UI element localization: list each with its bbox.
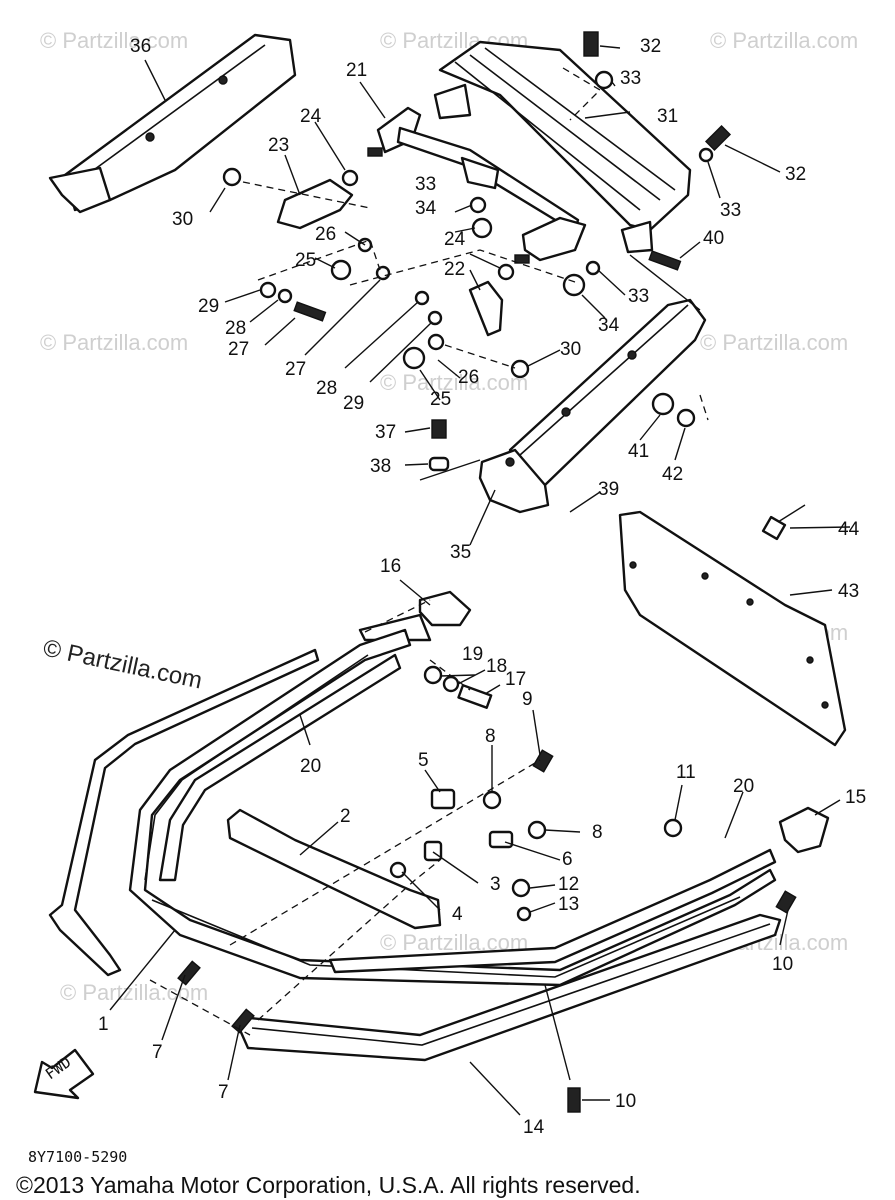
fwd-arrow: FWD	[33, 1048, 95, 1100]
callout-26: 26	[315, 224, 336, 245]
callout-20: 20	[300, 756, 321, 777]
callout-1: 1	[98, 1014, 109, 1035]
alignment-lines-bottom	[149, 599, 541, 1036]
part-35-grab-bar	[478, 298, 707, 514]
watermark: © Partzilla.com	[380, 370, 528, 395]
callout-28: 28	[225, 318, 246, 339]
callout-19: 19	[462, 644, 483, 665]
callout-36: 36	[130, 36, 151, 57]
part-callouts: 1 2 3 4 5 6 7 7 8 8 9 10 10 11 12 13 14 …	[98, 36, 866, 1138]
part-15-clip	[778, 806, 830, 854]
callout-7b: 7	[218, 1082, 229, 1103]
callout-6: 6	[562, 849, 573, 870]
part-43-plate	[618, 510, 847, 747]
callout-17: 17	[505, 669, 526, 690]
callout-25: 25	[295, 250, 316, 271]
callout-34b: 34	[598, 315, 620, 336]
part-36-rail-cover	[48, 33, 297, 214]
callout-44: 44	[838, 519, 860, 540]
callout-33: 33	[620, 68, 641, 89]
watermark: © Partzilla.com	[700, 330, 848, 355]
callout-24b: 24	[444, 229, 466, 250]
part-20-inner-rail	[158, 653, 777, 974]
callout-27: 27	[228, 339, 249, 360]
callout-25b: 25	[430, 389, 451, 410]
callout-12: 12	[558, 874, 579, 895]
callout-33c: 33	[720, 200, 741, 221]
part-44-screw	[761, 504, 806, 541]
callout-26b: 26	[458, 367, 479, 388]
callout-8: 8	[485, 726, 496, 747]
callout-9: 9	[522, 689, 533, 710]
callout-16: 16	[380, 556, 401, 577]
part-23-bracket	[276, 178, 354, 230]
callout-24: 24	[300, 106, 322, 127]
callout-10b: 10	[615, 1091, 636, 1112]
callout-18: 18	[486, 656, 507, 677]
callout-11: 11	[676, 762, 696, 783]
callout-27b: 27	[285, 359, 306, 380]
callout-3: 3	[490, 874, 501, 895]
callout-42: 42	[662, 464, 683, 485]
callout-14: 14	[523, 1117, 545, 1138]
callout-2: 2	[340, 806, 351, 827]
fasteners-top	[222, 31, 732, 472]
callout-5: 5	[418, 750, 429, 771]
watermark: © Partzilla.com	[40, 330, 188, 355]
callout-35: 35	[450, 542, 471, 563]
callout-37: 37	[375, 422, 396, 443]
copyright-notice: ©2013 Yamaha Motor Corporation, U.S.A. A…	[16, 1172, 641, 1198]
callout-33b: 33	[415, 174, 436, 195]
part-31-carrier-box	[433, 40, 692, 254]
callout-13: 13	[558, 894, 579, 915]
alignment-lines-top	[242, 67, 709, 481]
callout-40: 40	[703, 228, 724, 249]
callout-32: 32	[640, 36, 661, 57]
part-14-molding	[238, 913, 782, 1062]
callout-30b: 30	[560, 339, 581, 360]
callout-30: 30	[172, 209, 193, 230]
watermark: © Partzilla.com	[40, 28, 188, 53]
callout-20b: 20	[733, 776, 754, 797]
callout-34: 34	[415, 198, 437, 219]
part-16-bracket	[358, 590, 472, 642]
part-1-side-rail	[48, 628, 777, 987]
watermark: © Partzilla.com	[710, 28, 858, 53]
diagram-code: 8Y7100-5290	[28, 1148, 127, 1166]
callout-10: 10	[772, 954, 793, 975]
leader-lines	[109, 45, 851, 1116]
callout-32b: 32	[785, 164, 806, 185]
parts-17-18-19	[423, 665, 493, 709]
part-21-bracket	[367, 106, 587, 264]
callout-21: 21	[346, 60, 367, 81]
callout-31: 31	[657, 106, 678, 127]
watermark: © Partzilla.com	[60, 980, 208, 1005]
callout-33d: 33	[628, 286, 649, 307]
part-2-side-cover	[226, 808, 442, 930]
callout-39: 39	[598, 479, 619, 500]
callout-29b: 29	[343, 393, 364, 414]
callout-7: 7	[152, 1042, 163, 1063]
callout-22: 22	[444, 259, 465, 280]
callout-15: 15	[845, 787, 866, 808]
callout-4: 4	[452, 904, 463, 925]
callout-8b: 8	[592, 822, 603, 843]
callout-38: 38	[370, 456, 391, 477]
callout-43: 43	[838, 581, 859, 602]
callout-41: 41	[628, 441, 649, 462]
callout-23: 23	[268, 135, 289, 156]
part-22-bracket	[468, 280, 504, 337]
callout-28b: 28	[316, 378, 337, 399]
watermark-prominent: © Partzilla.com	[41, 634, 205, 694]
callout-29: 29	[198, 296, 219, 317]
